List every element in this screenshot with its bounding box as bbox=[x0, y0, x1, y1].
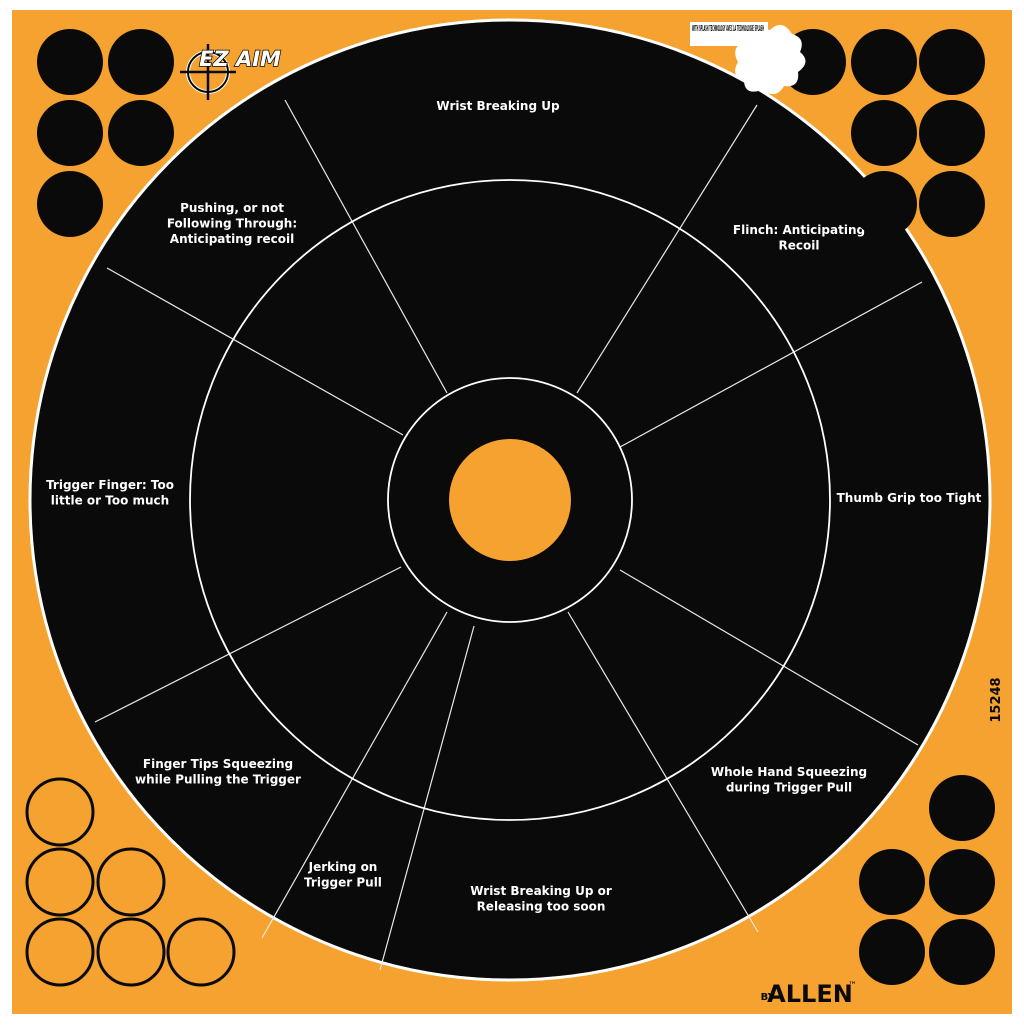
paster-bottom-left bbox=[25, 847, 95, 917]
divider-line bbox=[576, 104, 758, 394]
segment-label: Finger Tips Squeezing while Pulling the T… bbox=[135, 757, 301, 787]
paster-top-left bbox=[37, 29, 103, 95]
paster-bottom-right bbox=[859, 849, 925, 915]
segment-label-line: Following Through: bbox=[167, 217, 297, 231]
segment-label-line: Whole Hand Squeezing bbox=[711, 765, 867, 779]
paster-top-right bbox=[851, 100, 917, 166]
segment-label-line: Wrist Breaking Up or bbox=[470, 884, 612, 898]
divider-line bbox=[284, 99, 448, 394]
paster-top-left bbox=[37, 100, 103, 166]
bullseye bbox=[449, 439, 571, 561]
paster-top-right bbox=[919, 29, 985, 95]
paster-bottom-right bbox=[929, 849, 995, 915]
segment-label-line: Thumb Grip too Tight bbox=[837, 491, 982, 505]
paster-bottom-left bbox=[96, 917, 166, 987]
allen-brand: BY ALLEN ™ bbox=[761, 980, 857, 1008]
segment-label-line: little or Too much bbox=[51, 494, 169, 508]
divider-line bbox=[619, 281, 923, 448]
product-code: 15248 bbox=[989, 677, 1004, 722]
paster-top-right bbox=[851, 171, 917, 237]
segment-label: Thumb Grip too Tight bbox=[837, 491, 982, 505]
logo-text: EZ AIM bbox=[199, 47, 281, 71]
segment-label: Whole Hand Squeezing during Trigger Pull bbox=[711, 765, 867, 795]
paster-top-left bbox=[37, 171, 103, 237]
segment-label-line: Anticipating recoil bbox=[170, 232, 294, 246]
divider-line bbox=[379, 625, 475, 971]
corner-pasters bbox=[25, 29, 995, 987]
segment-label-line: Trigger Finger: Too bbox=[46, 478, 174, 492]
segment-label-line: Releasing too soon bbox=[477, 900, 606, 914]
paster-bottom-right bbox=[929, 775, 995, 841]
paster-bottom-left bbox=[25, 917, 95, 987]
paster-bottom-right bbox=[859, 919, 925, 985]
ez-aim-logo: EZ AIM bbox=[180, 44, 282, 100]
segment-label: Trigger Finger: Too little or Too much bbox=[46, 478, 174, 508]
divider-line bbox=[567, 611, 759, 933]
segment-label-line: Recoil bbox=[779, 239, 820, 253]
paster-bottom-right bbox=[929, 919, 995, 985]
brand-tm: ™ bbox=[848, 981, 857, 991]
segment-label-line: Trigger Pull bbox=[304, 876, 382, 890]
segment-dividers bbox=[94, 99, 923, 971]
segment-label: Jerking on Trigger Pull bbox=[304, 860, 382, 890]
segment-label-line: Flinch: Anticipating bbox=[733, 223, 865, 237]
divider-line bbox=[94, 566, 402, 723]
segment-label-line: while Pulling the Trigger bbox=[135, 773, 301, 787]
divider-line bbox=[261, 611, 448, 939]
brand-by: BY bbox=[761, 992, 776, 1003]
splash-badge: WITH SPLASH TECHNOLOGY AVEC LA TECHNOLOG… bbox=[690, 22, 806, 95]
segment-label-line: during Trigger Pull bbox=[726, 781, 852, 795]
paster-bottom-left bbox=[25, 777, 95, 847]
paster-top-left bbox=[108, 29, 174, 95]
paster-bottom-left bbox=[166, 917, 236, 987]
segment-label-line: Finger Tips Squeezing bbox=[143, 757, 293, 771]
divider-line bbox=[619, 569, 919, 746]
paster-top-left bbox=[108, 100, 174, 166]
paster-top-right bbox=[851, 29, 917, 95]
paster-top-right bbox=[919, 100, 985, 166]
segment-label-line: Jerking on bbox=[308, 860, 378, 874]
paster-bottom-left bbox=[96, 847, 166, 917]
middle-ring bbox=[189, 179, 831, 821]
divider-line bbox=[106, 267, 404, 436]
segment-label-line: Wrist Breaking Up bbox=[436, 99, 560, 113]
paster-top-right bbox=[919, 171, 985, 237]
splash-badge-text: WITH SPLASH TECHNOLOGY AVEC LA TECHNOLOG… bbox=[692, 24, 764, 33]
brand-name: ALLEN bbox=[767, 980, 853, 1008]
segment-label: Wrist Breaking Up or Releasing too soon bbox=[470, 884, 612, 914]
segment-label-line: Pushing, or not bbox=[180, 201, 284, 215]
segment-label: Wrist Breaking Up bbox=[436, 99, 560, 113]
